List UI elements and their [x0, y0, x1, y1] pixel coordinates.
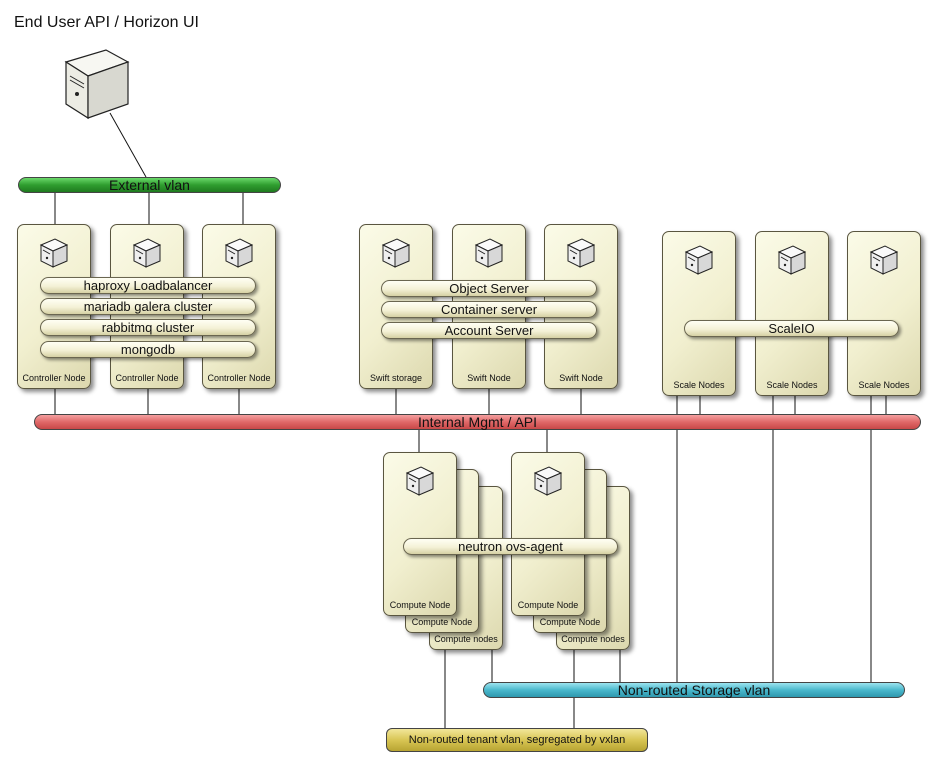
server-icon — [224, 238, 254, 268]
tenant-vlan-bar: Non-routed tenant vlan, segregated by vx… — [386, 728, 648, 752]
server-icon — [381, 238, 411, 268]
node-label: Controller Node — [207, 373, 271, 383]
node-label: Compute Node — [411, 617, 473, 627]
server-icon — [474, 238, 504, 268]
node-label: Swift Node — [467, 373, 511, 383]
scale-node: Scale Nodes — [847, 231, 921, 396]
service-haproxy: haproxy Loadbalancer — [40, 277, 256, 294]
storage-vlan-bar: Non-routed Storage vlan — [483, 682, 905, 698]
server-icon — [777, 245, 807, 275]
service-neutron-ovs-agent: neutron ovs-agent — [403, 538, 618, 555]
compute-node: Compute Node — [383, 452, 457, 616]
node-label: Scale Nodes — [673, 380, 725, 390]
compute-node: Compute Node — [511, 452, 585, 616]
service-rabbitmq: rabbitmq cluster — [40, 319, 256, 336]
service-container-server: Container server — [381, 301, 597, 318]
node-label: Swift storage — [369, 373, 423, 383]
node-label: Swift Node — [559, 373, 603, 383]
node-label: Compute Node — [517, 600, 579, 610]
service-mongodb: mongodb — [40, 341, 256, 358]
page-title: End User API / Horizon UI — [14, 14, 199, 31]
server-icon — [566, 238, 596, 268]
node-label: Controller Node — [22, 373, 86, 383]
service-account-server: Account Server — [381, 322, 597, 339]
node-label: Scale Nodes — [766, 380, 818, 390]
service-mariadb: mariadb galera cluster — [40, 298, 256, 315]
external-vlan-bar: External vlan — [18, 177, 281, 193]
node-label: Compute nodes — [434, 634, 498, 644]
server-icon — [39, 238, 69, 268]
node-label: Compute Node — [389, 600, 451, 610]
server-icon — [132, 238, 162, 268]
server-icon — [405, 466, 435, 496]
server-icon — [533, 466, 563, 496]
scale-node: Scale Nodes — [662, 231, 736, 396]
server-tower-icon — [64, 49, 130, 120]
service-object-server: Object Server — [381, 280, 597, 297]
node-label: Controller Node — [115, 373, 179, 383]
server-icon — [869, 245, 899, 275]
scale-node: Scale Nodes — [755, 231, 829, 396]
node-label: Compute Node — [539, 617, 601, 627]
internal-mgmt-api-bar: Internal Mgmt / API — [34, 414, 921, 430]
node-label: Compute nodes — [561, 634, 625, 644]
node-label: Scale Nodes — [858, 380, 910, 390]
service-scaleio: ScaleIO — [684, 320, 899, 337]
server-icon — [684, 245, 714, 275]
